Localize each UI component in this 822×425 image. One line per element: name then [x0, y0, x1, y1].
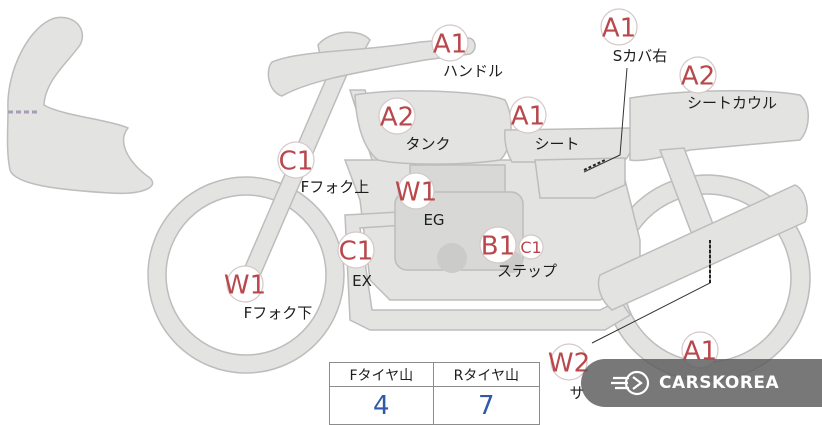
handlebar	[267, 37, 476, 97]
badge-circle	[550, 343, 588, 381]
badge-code: A1	[511, 101, 545, 131]
badge-code: A2	[380, 102, 414, 132]
carskorea-watermark: CARSKOREA	[581, 359, 822, 407]
part-label-seat-cover-right: Sカバ右	[613, 47, 668, 65]
part-label-step: ステップ	[497, 262, 557, 280]
part-label-tank: タンク	[405, 135, 450, 153]
leader-seat-cover	[583, 67, 628, 173]
badge-seat: A1 シート	[509, 96, 580, 153]
part-label-exhaust: EX	[352, 272, 372, 290]
badge-circle	[509, 96, 547, 134]
badge-circle	[397, 172, 435, 210]
badge-code: W1	[395, 177, 437, 207]
badge-seat-cowl: A2 シートカウル	[679, 56, 777, 112]
badge-code: A1	[602, 13, 636, 43]
part-label-front-fork-lower: Fフォク下	[244, 304, 313, 322]
badge-step-secondary: C1	[518, 234, 544, 260]
front-tyre-value: 4	[329, 386, 434, 425]
badge-circle	[518, 234, 544, 260]
carskorea-logo-icon	[611, 370, 650, 396]
muffler	[597, 184, 808, 311]
part-label-front-fork-upper: Fフォク上	[301, 178, 370, 196]
part-label-seat: シート	[534, 135, 579, 153]
part-label-seat-cowl: シートカウル	[687, 94, 777, 112]
part-label-handle: ハンドル	[443, 62, 503, 80]
part-label-muffler: サ	[569, 384, 584, 402]
badge-code: A2	[681, 61, 715, 91]
badge-circle	[431, 24, 469, 62]
rear-tyre-value: 7	[432, 386, 541, 425]
badge-circle	[226, 265, 264, 303]
fuel-tank	[354, 90, 512, 165]
tyre-table-value-row: 4 7	[329, 386, 541, 425]
badge-circle	[277, 141, 315, 179]
badge-circle	[479, 226, 517, 264]
front-tyre-header: Fタイヤ山	[329, 362, 434, 387]
badge-code: C1	[279, 146, 314, 176]
part-label-engine: EG	[423, 211, 444, 229]
badge-tank: A2 タンク	[378, 97, 451, 153]
tyre-tread-table: Fタイヤ山 Rタイヤ山 4 7	[329, 362, 541, 425]
badge-code: C1	[520, 238, 541, 257]
badge-code: W1	[224, 270, 266, 300]
tyre-table-header-row: Fタイヤ山 Rタイヤ山	[329, 362, 541, 387]
badge-code: C1	[339, 236, 374, 266]
front-fairing	[6, 16, 154, 195]
badge-circle	[378, 97, 416, 135]
engine-cover	[437, 243, 467, 273]
badge-handle: A1 ハンドル	[431, 24, 503, 80]
badge-circle	[337, 231, 375, 269]
badge-code: B1	[481, 231, 515, 261]
badge-circle	[600, 8, 638, 46]
leader-dash-a	[583, 159, 606, 171]
watermark-text: CARSKOREA	[659, 373, 780, 393]
badge-circle	[679, 56, 717, 94]
side-cover	[534, 157, 626, 199]
rear-tyre-header: Rタイヤ山	[432, 362, 541, 387]
badge-code: A1	[433, 29, 467, 59]
